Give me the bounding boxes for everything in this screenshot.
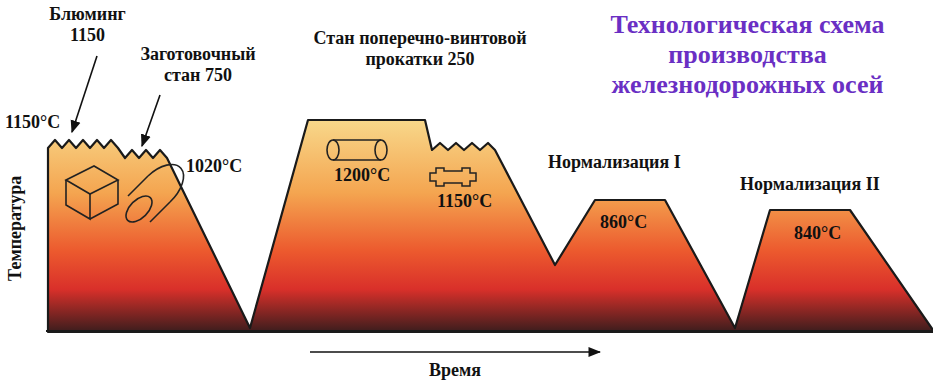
temperature-value: 1150°C: [437, 191, 492, 212]
leader-arrow: [72, 56, 97, 132]
axis-label: Время: [429, 360, 481, 381]
billet-icon: [66, 166, 118, 219]
mill-label: Стан поперечно-винтовой прокатки 250: [300, 28, 540, 69]
mill-label: Заготовочный стан 750: [128, 44, 268, 85]
chart-title: Технологическая схема производства желез…: [575, 10, 920, 100]
time-arrow: [310, 351, 600, 353]
process-label: Нормализация I: [548, 152, 681, 173]
temperature-value: 840°C: [794, 223, 841, 244]
temperature-value: 1200°C: [334, 165, 390, 186]
bar-icon: [327, 140, 387, 160]
heating-profile: [48, 120, 933, 332]
time-axis: [46, 330, 933, 332]
temperature-value: 1020°C: [186, 156, 242, 177]
round-billet-icon: [121, 164, 183, 226]
temperature-value: 1150°C: [5, 112, 60, 133]
mill-label: Блюминг 1150: [45, 4, 130, 45]
axle-icon: [430, 168, 476, 186]
temperature-value: 860°C: [600, 212, 647, 233]
process-label: Нормализация II: [740, 174, 880, 195]
axis-label: Температура: [6, 175, 27, 280]
leader-arrow: [142, 95, 160, 146]
